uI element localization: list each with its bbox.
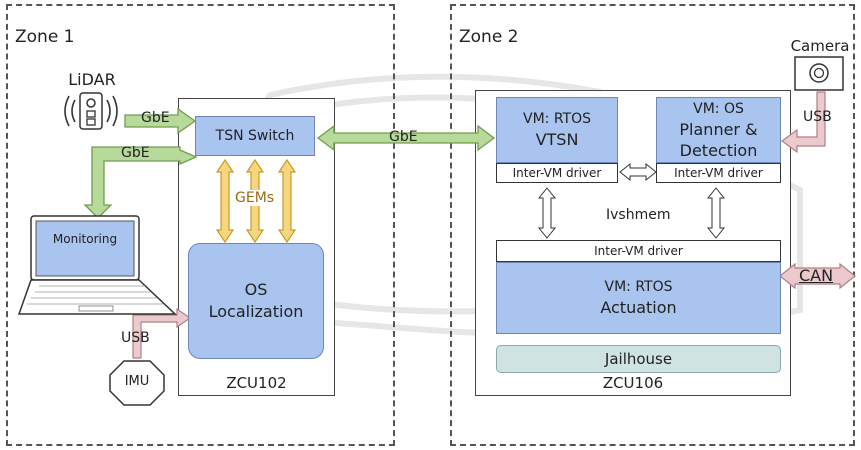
gbe-lidar-label: GbE <box>141 110 170 126</box>
gbe-monitoring-label: GbE <box>121 145 150 161</box>
gbe-lidar-arrow <box>124 107 197 135</box>
vtsn-vm-type-label: VM: RTOS <box>523 111 591 127</box>
can-label: CAN <box>799 266 834 285</box>
ivshmem-label: Ivshmem <box>606 207 671 223</box>
gbe-board-link-label: GbE <box>389 129 418 145</box>
gbe-board-link-arrow <box>316 124 496 152</box>
laptop-icon <box>17 215 177 315</box>
usb-imu-arrow <box>132 307 192 359</box>
vtsn-label: VTSN <box>535 130 579 149</box>
zone-1-label: Zone 1 <box>15 27 75 47</box>
monitoring-label: Monitoring <box>52 232 118 246</box>
can-arrow <box>779 262 856 290</box>
os-label: OS <box>244 280 268 299</box>
camera-label: Camera <box>790 37 850 55</box>
tsn-switch-label: TSN Switch <box>215 128 295 144</box>
planner-inter-vm-driver-label: Inter-VM driver <box>674 166 763 180</box>
localization-label: Localization <box>208 302 304 321</box>
detection-label: Detection <box>679 140 758 160</box>
tsn-switch-block: TSN Switch <box>195 116 315 156</box>
lidar-icon <box>64 92 118 130</box>
usb-imu-label: USB <box>121 330 150 346</box>
vtsn-vm-block: VM: RTOS VTSN <box>496 97 618 163</box>
ivshmem-arrow-left <box>537 187 557 239</box>
planner-vm-block: VM: OS Planner & Detection <box>656 97 781 163</box>
camera-icon <box>794 56 844 91</box>
zone-2-label: Zone 2 <box>459 27 519 47</box>
planner-label: Planner & <box>679 119 758 139</box>
zcu106-label: ZCU106 <box>602 374 664 392</box>
zcu102-label: ZCU102 <box>226 374 287 392</box>
os-localization-block: OS Localization <box>188 243 324 359</box>
usb-camera-arrow <box>780 91 826 154</box>
gbe-monitoring-arrow <box>83 146 198 219</box>
imu-label: IMU <box>124 374 150 389</box>
gems-label: GEMs <box>234 190 276 206</box>
jailhouse-hypervisor-block: Jailhouse <box>496 345 781 373</box>
ivshmem-arrow-right <box>706 187 726 239</box>
actuation-inter-vm-driver: Inter-VM driver <box>496 240 781 262</box>
actuation-inter-vm-driver-label: Inter-VM driver <box>594 244 683 258</box>
vtsn-inter-vm-driver-label: Inter-VM driver <box>512 166 602 180</box>
imu-octagon-icon <box>109 360 165 406</box>
actuation-vm-type-label: VM: RTOS <box>604 279 673 295</box>
lidar-label: LiDAR <box>68 70 116 89</box>
vtsn-inter-vm-driver: Inter-VM driver <box>496 163 618 183</box>
actuation-vm-block: VM: RTOS Actuation <box>496 262 781 334</box>
inter-vm-horizontal-arrow <box>619 162 657 182</box>
usb-camera-label: USB <box>803 109 832 125</box>
zone-2 <box>450 4 855 446</box>
actuation-label: Actuation <box>600 298 677 317</box>
gems-arrows <box>215 158 297 244</box>
zone-1 <box>6 4 395 446</box>
jailhouse-label: Jailhouse <box>604 350 673 368</box>
planner-inter-vm-driver: Inter-VM driver <box>656 163 781 183</box>
planner-vm-type-label: VM: OS <box>693 100 744 117</box>
